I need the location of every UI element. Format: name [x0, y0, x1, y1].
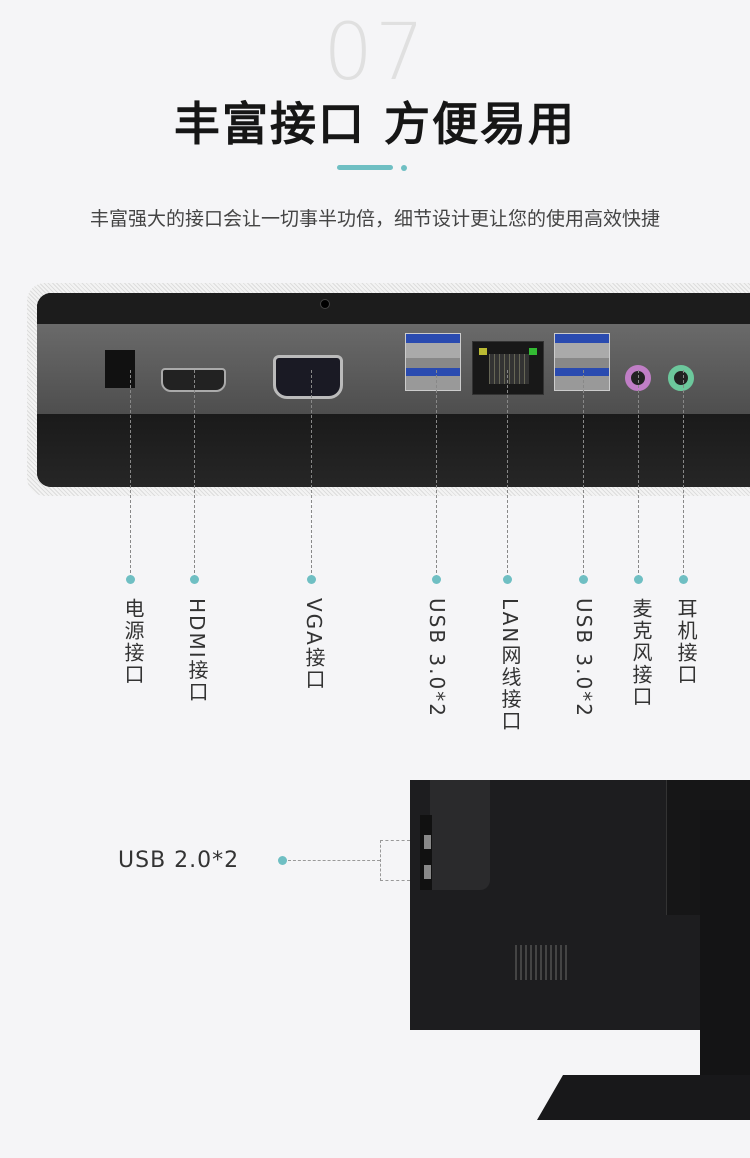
- port-label-lan: LAN网线接口: [498, 598, 522, 733]
- port-label-vga: VGA接口: [302, 598, 326, 691]
- page-title: 丰富接口 方便易用: [173, 97, 576, 151]
- section-number: 07: [323, 8, 427, 98]
- port-panel-image: [37, 293, 750, 487]
- usb3-port-icon: [405, 333, 461, 391]
- camera-hole-icon: [320, 299, 330, 309]
- headphone-port-icon: [668, 365, 694, 391]
- lan-port-icon: [472, 341, 544, 395]
- usb3-port-icon: [554, 333, 610, 391]
- port-label-mic: 麦克风接口: [629, 598, 653, 708]
- port-label-usb3-right: USB 3.0*2: [572, 598, 596, 718]
- title-underline: [337, 165, 393, 170]
- port-label-headphone: 耳机接口: [674, 598, 698, 686]
- vga-port-icon: [273, 355, 343, 399]
- subtitle: 丰富强大的接口会让一切事半功倍，细节设计更让您的使用高效快捷: [89, 208, 660, 230]
- side-port-label-usb2: USB 2.0*2: [118, 848, 240, 873]
- port-label-power: 电源接口: [121, 598, 145, 686]
- title-underline-dot: [401, 165, 407, 171]
- port-label-usb3-left: USB 3.0*2: [425, 598, 449, 718]
- port-label-hdmi: HDMI接口: [185, 598, 209, 704]
- hdmi-port-icon: [161, 368, 226, 392]
